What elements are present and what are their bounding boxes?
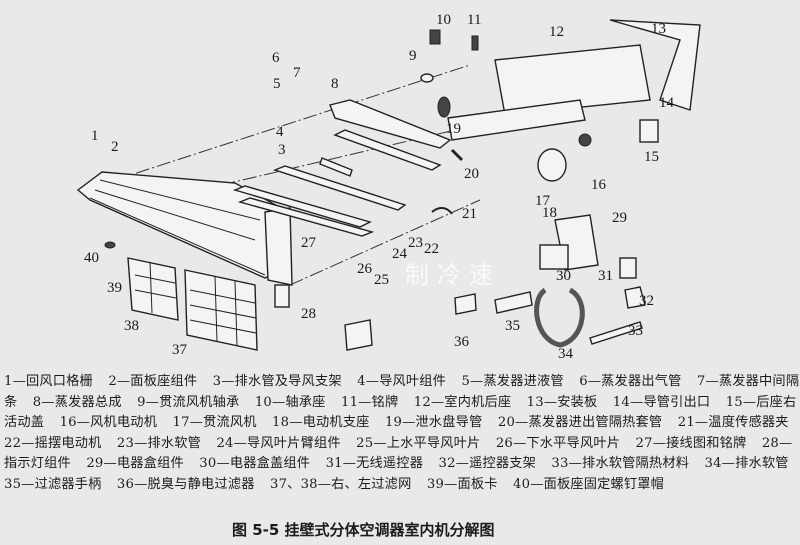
callout-5: 5 [273,76,281,92]
callout-17: 17 [535,193,551,209]
callout-21: 21 [462,206,477,222]
legend-item: 34—排水软管 [704,456,789,472]
legend-item: 8—蒸发器总成 [32,394,122,410]
legend-item: 25—上水平导风叶片 [356,435,481,451]
legend-item: 26—下水平导风叶片 [495,435,621,451]
callout-8: 8 [331,76,339,92]
legend-item: 31—无线遥控器 [325,456,424,472]
callout-13: 13 [651,21,666,37]
axis-line [289,199,481,286]
legend-item: 9—贯流风机轴承 [137,394,240,410]
back-housing [420,19,701,182]
legend-item: 19—泄水盘导管 [384,415,483,431]
legend-item: 11—铭牌 [340,394,399,410]
legend-item: 36—脱臭与静电过滤器 [116,476,255,492]
callout-labels: 1 2 3 4 5 6 7 8 9 10 11 12 13 14 15 16 1… [84,12,675,362]
legend-item: 4—导风叶组件 [357,374,447,389]
legend-item: 27—接线图和铭牌 [635,435,747,451]
callout-15: 15 [644,149,659,165]
callout-19: 19 [446,121,461,137]
callout-18: 18 [542,205,557,221]
legend-item: 2—面板座组件 [108,374,198,389]
legend-item: 17—贯流风机 [172,415,257,431]
callout-1: 1 [91,128,99,144]
callout-37: 37 [172,342,188,358]
callout-36: 36 [454,334,470,350]
callout-16: 16 [591,177,607,193]
legend-item: 7—蒸发器中间隔条 [4,374,800,410]
legend-item: 23—排水软管 [116,435,202,451]
callout-9: 9 [409,48,417,64]
figure-caption: 图 5-5 挂壁式分体空调器室内机分解图 [232,521,495,539]
vanes [232,165,407,237]
legend-item: 13—安装板 [526,394,598,410]
callout-27: 27 [301,235,317,251]
callout-3: 3 [278,142,286,158]
legend-item: 15—后座右活动盖 [4,394,797,431]
legend-item: 12—室内机后座 [413,394,512,410]
legend-item: 6—蒸发器出气管 [579,374,682,389]
legend-item: 22—摇摆电动机 [4,435,102,451]
legend-item: 14—导管引出口 [612,394,711,410]
exploded-diagram: 1 2 3 4 5 6 7 8 9 10 11 12 13 14 15 16 1… [76,12,701,362]
legend-item: 29—电器盒组件 [86,456,184,472]
callout-25: 25 [374,272,389,288]
legend-item: 39—面板卡 [426,476,498,492]
callout-7: 7 [293,65,301,81]
callout-20: 20 [464,166,479,182]
callout-6: 6 [272,50,280,66]
callout-11: 11 [467,12,481,28]
callout-28: 28 [301,306,316,322]
legend-item: 33—排水软管隔热材料 [551,456,690,472]
legend-item: 20—蒸发器进出管隔热套管 [497,415,663,431]
legend-item: 35—过滤器手柄 [4,476,102,492]
callout-34: 34 [558,346,574,362]
callout-39: 39 [107,280,122,296]
legend-item: 16—风机电动机 [59,415,158,431]
callout-22: 22 [424,241,439,257]
electrical-parts [104,148,646,351]
callout-23: 23 [408,235,423,251]
legend-item: 40—面板座固定螺钉罩帽 [513,476,665,492]
legend-item: 21—温度传感器夹 [677,415,789,431]
filters [127,257,258,351]
watermark: 制冷速 [405,261,501,289]
legend-item: 28—指示灯组件 [4,435,793,472]
evaporator [319,99,452,177]
legend-item: 24—导风叶片臂组件 [216,435,341,451]
callout-32: 32 [639,293,654,309]
callout-12: 12 [549,24,564,40]
callout-29: 29 [612,210,627,226]
legend-item: 18—电动机支座 [272,415,370,431]
callout-4: 4 [276,124,284,140]
callout-2: 2 [111,139,119,155]
callout-30: 30 [556,268,571,284]
callout-40: 40 [84,250,99,266]
callout-10: 10 [436,12,451,28]
legend-item: 32—遥控器支架 [438,456,537,472]
legend-item: 37、38—右、左过滤网 [270,476,412,492]
callout-26: 26 [357,261,373,277]
axis-line [114,64,471,181]
front-panel [76,171,293,308]
callout-38: 38 [124,318,139,334]
legend-item: 1—回风口格栅 [4,374,93,389]
callout-33: 33 [628,323,643,339]
callout-31: 31 [598,268,613,284]
figure-legend: 1—回风口格栅 2—面板座组件 3—排水管及导风支架 4—导风叶组件 5—蒸发器… [4,372,800,496]
callout-35: 35 [505,318,520,334]
legend-item: 10—轴承座 [254,394,326,410]
legend-item: 3—排水管及导风支架 [212,374,342,389]
callout-14: 14 [659,95,675,111]
callout-24: 24 [392,246,408,262]
legend-item: 30—电器盒盖组件 [199,456,311,472]
legend-item: 5—蒸发器进液管 [461,374,564,389]
